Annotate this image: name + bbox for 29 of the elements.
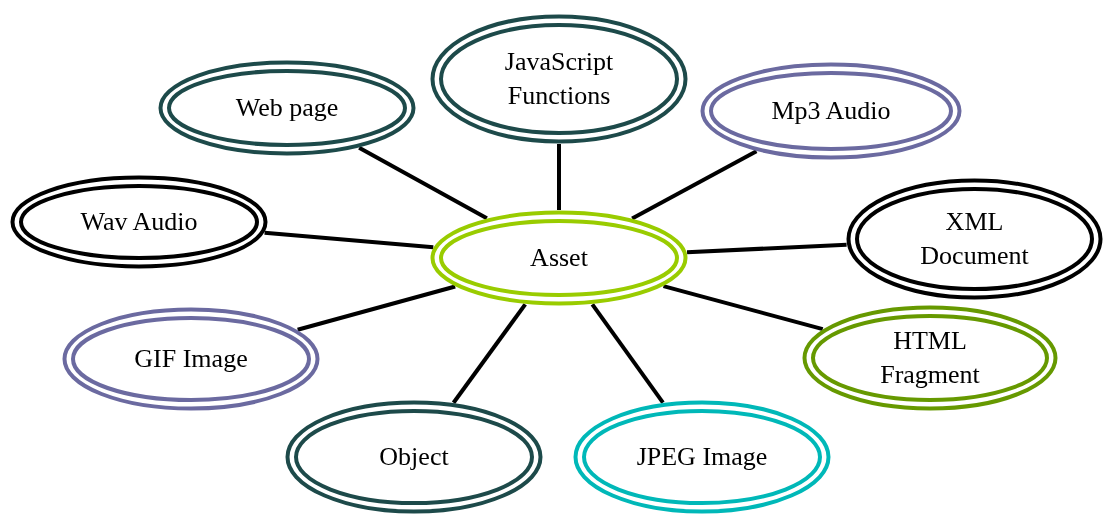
node-label: JavaScript Functions xyxy=(503,46,615,112)
ellipse-node xyxy=(573,400,831,514)
node-label: Asset xyxy=(530,242,588,274)
node-label: Object xyxy=(379,441,449,473)
ellipse-node xyxy=(846,178,1103,300)
connector-line xyxy=(297,284,456,332)
ellipse-node xyxy=(430,14,688,144)
ellipse-node xyxy=(62,307,320,411)
ellipse-node xyxy=(158,60,416,156)
connector-line xyxy=(686,242,847,255)
node-label: Web page xyxy=(235,92,339,124)
ellipse-node xyxy=(802,305,1058,411)
ellipse-node xyxy=(10,175,268,269)
node-label: JPEG Image xyxy=(636,441,768,473)
ellipse-node xyxy=(700,62,962,160)
node-label: HTML Fragment xyxy=(879,325,981,391)
connector-line xyxy=(631,149,758,221)
connector-line xyxy=(264,230,434,250)
ellipse-node xyxy=(285,400,543,514)
connector-line xyxy=(451,303,527,404)
node-label: Mp3 Audio xyxy=(771,95,891,127)
connector-line xyxy=(557,144,561,210)
node-label: XML Document xyxy=(919,206,1030,272)
connector-line xyxy=(358,146,488,220)
connector-line xyxy=(662,284,824,331)
connector-line xyxy=(590,303,665,404)
ellipse-node xyxy=(430,210,688,306)
node-label: Wav Audio xyxy=(80,206,198,238)
node-label: GIF Image xyxy=(134,343,248,375)
